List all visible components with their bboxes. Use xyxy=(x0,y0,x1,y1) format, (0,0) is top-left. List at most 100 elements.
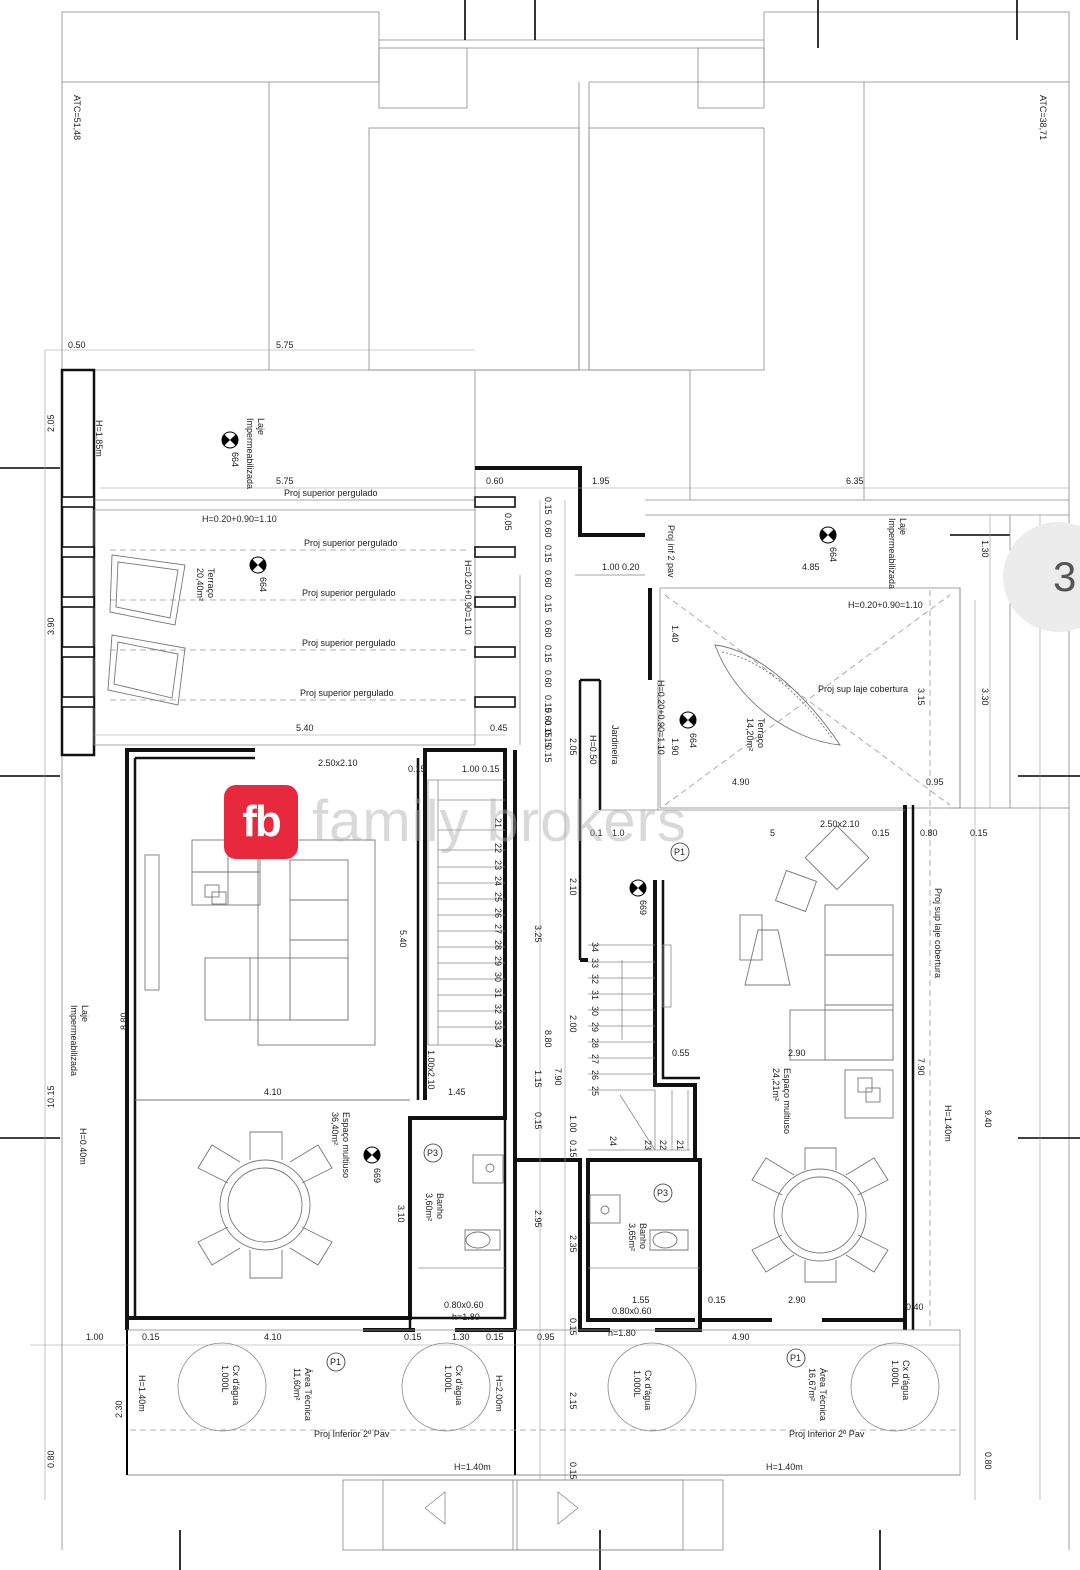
plan-label: 9.40 xyxy=(983,1110,993,1128)
plan-label: H=0.40m xyxy=(78,1128,88,1165)
plan-label: 10.15 xyxy=(46,1085,56,1108)
watermark-wordmark: family brokers xyxy=(312,789,687,854)
plan-label: 664 xyxy=(258,577,268,592)
door-tags xyxy=(326,842,806,1372)
plan-label: Cx d'água1.000L xyxy=(443,1365,464,1405)
plan-label: 0.50 xyxy=(68,340,86,350)
plan-label: 0.15 xyxy=(708,1295,726,1305)
logo-mark: fb xyxy=(242,797,282,846)
plan-label: 0.55 xyxy=(672,1048,690,1058)
plan-label: Cx d'água1.000L xyxy=(220,1365,241,1405)
plan-label: 25 xyxy=(493,892,503,902)
plan-label: 3.15 xyxy=(916,688,926,706)
plan-label: 1.00x2.10 xyxy=(426,1050,436,1090)
plan-label: 0.80 xyxy=(983,1452,993,1470)
plan-label: Área Técnica16,67m² xyxy=(807,1368,828,1421)
plan-label: 0.80x0.60 xyxy=(444,1300,484,1310)
plan-label: 28 xyxy=(493,940,503,950)
plan-label: P1 xyxy=(674,847,685,857)
main-walls xyxy=(125,748,915,1332)
plan-label: 4.85 xyxy=(802,562,820,572)
plan-label: 0.15 xyxy=(142,1332,160,1342)
plan-label: 28 xyxy=(590,1038,600,1048)
plan-label: LajeImpermeabilizada xyxy=(245,418,266,489)
plan-label: 3.25 xyxy=(533,925,543,943)
plan-label: Proj Inferior 2º Pav xyxy=(314,1429,390,1439)
plan-label: 5 xyxy=(770,828,775,838)
plan-label: 0.15 xyxy=(543,695,553,713)
plan-label: 2.05 xyxy=(568,738,578,756)
plan-label: 1.55 xyxy=(632,1295,650,1305)
plan-label: 669 xyxy=(372,1168,382,1183)
plan-label: 21 xyxy=(493,818,503,828)
plan-label: Proj sup laje cobertura xyxy=(818,684,908,694)
level-markers xyxy=(221,431,837,1164)
plan-label: 27 xyxy=(493,924,503,934)
plan-label: 8.80 xyxy=(543,1030,553,1048)
plan-label: 31 xyxy=(493,988,503,998)
plan-label: 2.35 xyxy=(568,1235,578,1253)
plan-label: 2.10 xyxy=(568,878,578,896)
plan-label: 0.60 xyxy=(543,520,553,538)
plan-label: 23 xyxy=(643,1140,653,1150)
plan-label: 669 xyxy=(638,900,648,915)
plan-label: H=1.40m xyxy=(943,1105,953,1142)
plan-label: 0.15 xyxy=(408,764,426,774)
plan-label: 7.90 xyxy=(553,1068,563,1086)
plan-label: 0.05 xyxy=(503,513,513,531)
plan-label: Cx d'água1.000L xyxy=(890,1360,911,1400)
plan-label: 1.0 xyxy=(612,828,625,838)
plan-label: 5.40 xyxy=(296,723,314,733)
plan-label: h=1.80 xyxy=(608,1328,636,1338)
plan-label: 0.15 xyxy=(568,1140,578,1158)
plan-label: 30 xyxy=(493,972,503,982)
plan-label: 24 xyxy=(608,1136,618,1146)
plan-label: P1 xyxy=(330,1357,341,1367)
plan-label: 5.75 xyxy=(276,476,294,486)
plan-label: 0.15 xyxy=(404,1332,422,1342)
plan-label: 33 xyxy=(590,958,600,968)
plan-label: 664 xyxy=(230,452,240,467)
plan-label: 29 xyxy=(590,1022,600,1032)
plan-label: 2.90 xyxy=(788,1048,806,1058)
plan-label: 3.30 xyxy=(980,688,990,706)
plan-label: H=1.40m xyxy=(454,1462,491,1472)
plan-label: Terraço20,40m² xyxy=(195,568,216,601)
plan-label: 0.60 xyxy=(543,620,553,638)
plan-label: LajeImpermeabilizada xyxy=(69,1005,90,1076)
terrace-right xyxy=(659,515,1069,1330)
plan-label: 2.15 xyxy=(568,1392,578,1410)
plan-label: 27 xyxy=(590,1054,600,1064)
plan-label: Proj superior pergulado xyxy=(302,638,396,648)
plan-label: 0.15 xyxy=(872,828,890,838)
plan-label: 23 xyxy=(493,860,503,870)
plan-label: 0.40 xyxy=(906,1302,924,1312)
plan-label: 22 xyxy=(493,843,503,853)
plan-label: 0.95 xyxy=(537,1332,555,1342)
plan-label: 0.15 xyxy=(533,1112,543,1130)
plan-label: Espaço multiuso36,40m² xyxy=(330,1112,351,1178)
plan-label: Cx d'água1.000L xyxy=(632,1370,653,1410)
plan-label: 664 xyxy=(828,547,838,562)
plan-label: 5.75 xyxy=(276,340,294,350)
plan-label: 4.90 xyxy=(732,1332,750,1342)
plan-label: Área Técnica11,60m² xyxy=(292,1368,313,1421)
plan-label: 0.15 xyxy=(543,497,553,515)
plan-label: 0.15 xyxy=(543,595,553,613)
pergola-beams xyxy=(61,496,516,708)
plan-label: 0.1 xyxy=(590,828,603,838)
plan-label: 0.15 xyxy=(543,730,553,748)
plan-label: 2.50x2.10 xyxy=(318,758,358,768)
atc-left: ATC=51,48 xyxy=(72,95,82,140)
plan-label: Espaço multiuso24,21m² xyxy=(771,1068,792,1134)
plan-label: 0.95 xyxy=(926,777,944,787)
plan-label: 26 xyxy=(590,1070,600,1080)
plan-label: h=1.80 xyxy=(452,1312,480,1322)
plan-label: 0.60 xyxy=(486,476,504,486)
plan-label: 0.15 xyxy=(543,645,553,663)
plan-label: 1.90 xyxy=(670,738,680,756)
plan-label: 2.90 xyxy=(788,1295,806,1305)
plan-label: LajeImpermeabilizada xyxy=(887,518,908,589)
plan-label: Proj superior pergulado xyxy=(300,688,394,698)
